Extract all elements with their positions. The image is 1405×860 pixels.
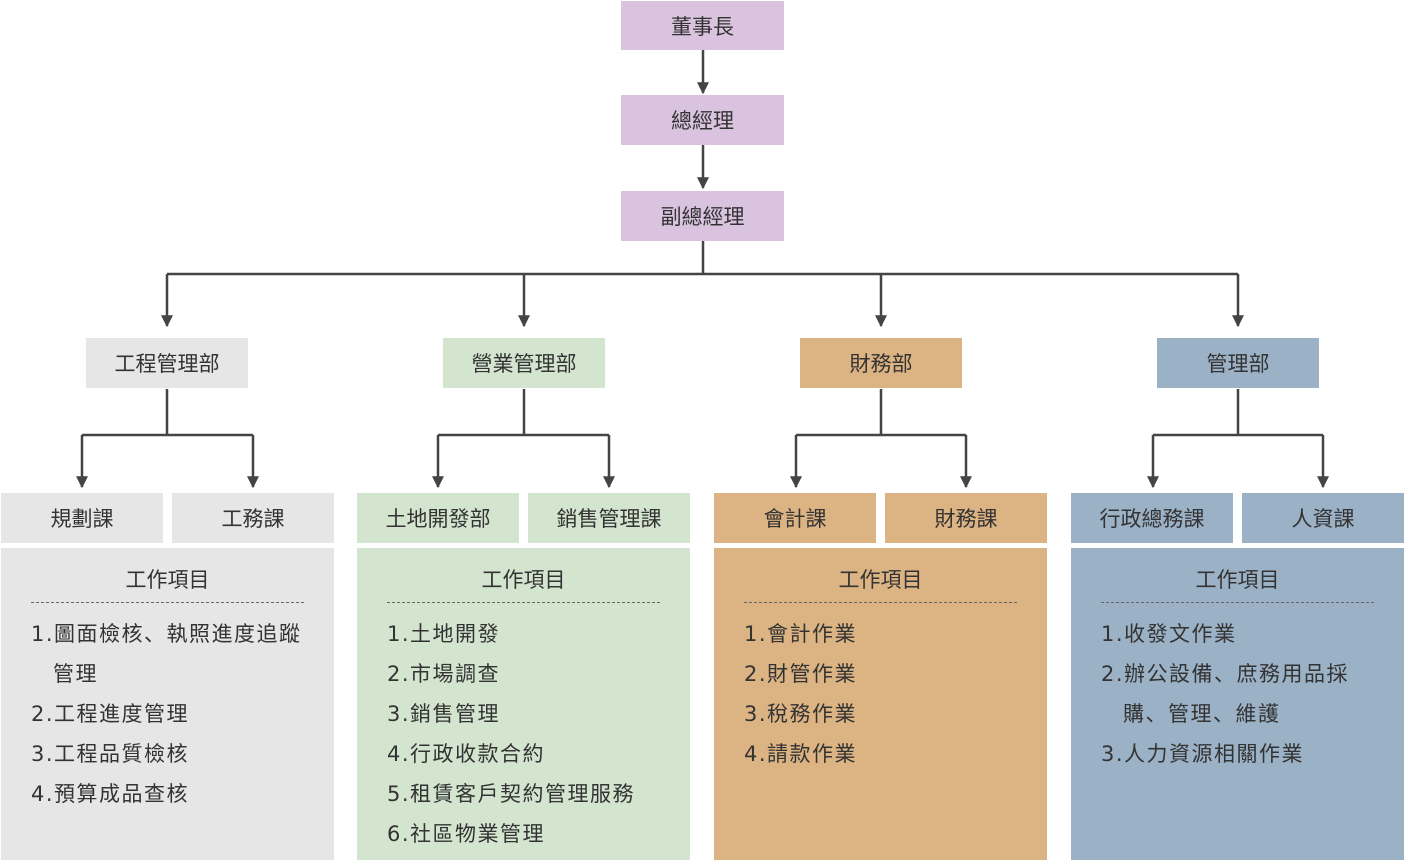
list-item: 5.租賃客戶契約管理服務 <box>387 782 636 806</box>
panel-divider <box>744 602 1017 603</box>
vice-general-manager-label: 副總經理 <box>660 205 745 229</box>
list-item: 2.工程進度管理 <box>31 702 190 726</box>
list-item: 4.行政收款合約 <box>387 742 546 766</box>
list-item: 3.稅務作業 <box>744 702 858 726</box>
vice-general-manager-box: 副總經理 <box>621 191 784 241</box>
list-item: 1.會計作業 <box>744 622 858 646</box>
section-box: 行政總務課 <box>1071 493 1233 543</box>
section-label: 土地開發部 <box>385 507 491 531</box>
section-box: 土地開發部 <box>357 493 519 543</box>
list-item: 3.銷售管理 <box>387 702 501 726</box>
department-label: 管理部 <box>1206 352 1270 376</box>
section-box: 規劃課 <box>1 493 163 543</box>
section-box: 工務課 <box>172 493 334 543</box>
list-item: 1.圖面檢核、執照進度追蹤管理 <box>31 622 302 686</box>
chairman-label: 董事長 <box>671 14 734 39</box>
department-box-finance: 財務部 <box>800 338 962 388</box>
work-items-list: 1.收發文作業 2.辦公設備、庶務用品採購、管理、維護 3.人力資源相關作業 <box>1101 614 1382 774</box>
section-box: 會計課 <box>714 493 876 543</box>
general-manager-label: 總經理 <box>671 109 734 133</box>
section-label: 人資課 <box>1291 507 1355 531</box>
list-item: 1.收發文作業 <box>1101 622 1237 646</box>
panel-divider <box>387 602 660 603</box>
department-label: 工程管理部 <box>114 352 220 376</box>
department-box-engineering: 工程管理部 <box>86 338 248 388</box>
section-box: 人資課 <box>1242 493 1404 543</box>
section-label: 財務課 <box>934 507 998 531</box>
list-item: 2.財管作業 <box>744 662 858 686</box>
list-item: 4.請款作業 <box>744 742 858 766</box>
section-box: 財務課 <box>885 493 1047 543</box>
general-manager-box: 總經理 <box>621 95 784 145</box>
department-label: 營業管理部 <box>471 352 577 376</box>
work-items-panel-finance: 工作項目 1.會計作業 2.財管作業 3.稅務作業 4.請款作業 <box>714 548 1047 860</box>
department-box-admin: 管理部 <box>1157 338 1319 388</box>
work-items-list: 1.圖面檢核、執照進度追蹤管理 2.工程進度管理 3.工程品質檢核 4.預算成品… <box>31 614 312 814</box>
department-box-sales: 營業管理部 <box>443 338 605 388</box>
list-item: 2.市場調查 <box>387 662 501 686</box>
chairman-box: 董事長 <box>621 1 784 50</box>
list-item: 6.社區物業管理 <box>387 822 546 846</box>
work-items-panel-sales: 工作項目 1.土地開發 2.市場調查 3.銷售管理 4.行政收款合約 5.租賃客… <box>357 548 690 860</box>
section-label: 行政總務課 <box>1099 507 1205 531</box>
section-label: 銷售管理課 <box>556 507 662 531</box>
work-items-title: 工作項目 <box>838 568 923 592</box>
list-item: 2.辦公設備、庶務用品採購、管理、維護 <box>1101 662 1350 726</box>
section-label: 工務課 <box>221 507 285 531</box>
panel-divider <box>31 602 304 603</box>
section-box: 銷售管理課 <box>528 493 690 543</box>
section-label: 會計課 <box>763 507 827 531</box>
list-item: 1.土地開發 <box>387 622 501 646</box>
list-item: 4.預算成品查核 <box>31 782 190 806</box>
work-items-list: 1.土地開發 2.市場調查 3.銷售管理 4.行政收款合約 5.租賃客戶契約管理… <box>387 614 676 854</box>
work-items-title: 工作項目 <box>1195 568 1280 592</box>
department-label: 財務部 <box>849 352 913 376</box>
work-items-title: 工作項目 <box>481 568 566 592</box>
work-items-list: 1.會計作業 2.財管作業 3.稅務作業 4.請款作業 <box>744 614 1025 774</box>
panel-divider <box>1101 602 1374 603</box>
list-item: 3.人力資源相關作業 <box>1101 742 1305 766</box>
list-item: 3.工程品質檢核 <box>31 742 190 766</box>
work-items-panel-engineering: 工作項目 1.圖面檢核、執照進度追蹤管理 2.工程進度管理 3.工程品質檢核 4… <box>1 548 334 860</box>
work-items-panel-admin: 工作項目 1.收發文作業 2.辦公設備、庶務用品採購、管理、維護 3.人力資源相… <box>1071 548 1404 860</box>
section-label: 規劃課 <box>50 507 114 531</box>
work-items-title: 工作項目 <box>125 568 210 592</box>
